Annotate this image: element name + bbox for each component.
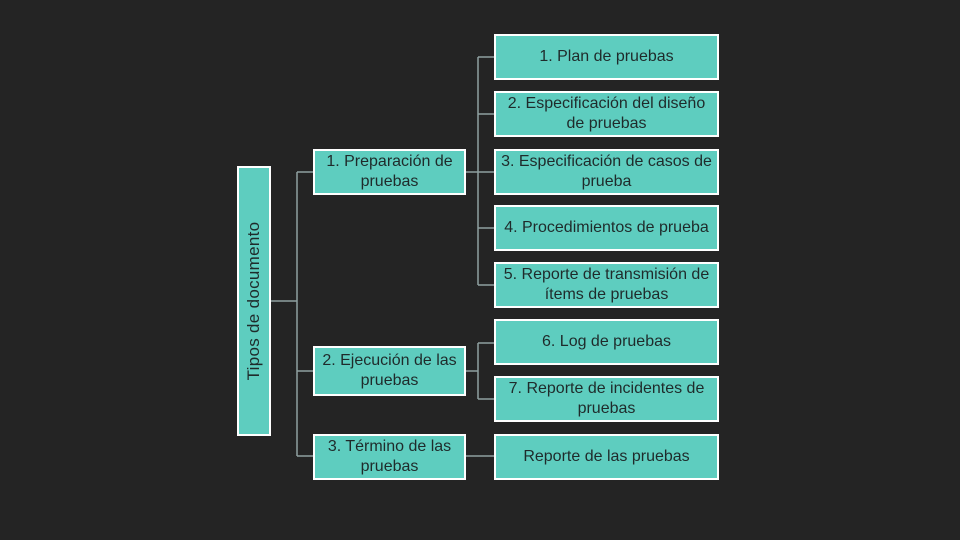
doc-label: 4. Procedimientos de prueba: [504, 219, 709, 236]
doc-label: 6. Log de pruebas: [542, 333, 671, 350]
doc-reporte-incidentes: 7. Reporte de incidentes de pruebas: [494, 376, 719, 422]
root-label: Tipos de documento: [244, 221, 263, 381]
doc-especificacion-casos: 3. Especificación de casos de prueba: [494, 149, 719, 195]
doc-label: 2. Especificación del diseño de pruebas: [507, 95, 706, 132]
doc-label: 1. Plan de pruebas: [539, 48, 674, 65]
phase-label: 1. Preparación de pruebas: [326, 153, 453, 190]
doc-reporte-transmision: 5. Reporte de transmisión de ítems de pr…: [494, 262, 719, 308]
doc-label: 7. Reporte de incidentes de pruebas: [508, 380, 705, 417]
phase-ejecucion: 2. Ejecución de las pruebas: [313, 346, 466, 396]
doc-especificacion-diseno: 2. Especificación del diseño de pruebas: [494, 91, 719, 137]
doc-label: 3. Especificación de casos de prueba: [501, 153, 712, 190]
doc-reporte-pruebas: Reporte de las pruebas: [494, 434, 719, 480]
doc-label: 5. Reporte de transmisión de ítems de pr…: [503, 266, 710, 303]
doc-plan-pruebas: 1. Plan de pruebas: [494, 34, 719, 80]
phase-preparacion: 1. Preparación de pruebas: [313, 149, 466, 195]
root-node: Tipos de documento: [237, 166, 271, 436]
phase-label: 3. Término de las pruebas: [327, 438, 452, 475]
doc-log-pruebas: 6. Log de pruebas: [494, 319, 719, 365]
doc-procedimientos: 4. Procedimientos de prueba: [494, 205, 719, 251]
doc-label: Reporte de las pruebas: [523, 448, 690, 465]
phase-termino: 3. Término de las pruebas: [313, 434, 466, 480]
phase-label: 2. Ejecución de las pruebas: [322, 352, 457, 389]
